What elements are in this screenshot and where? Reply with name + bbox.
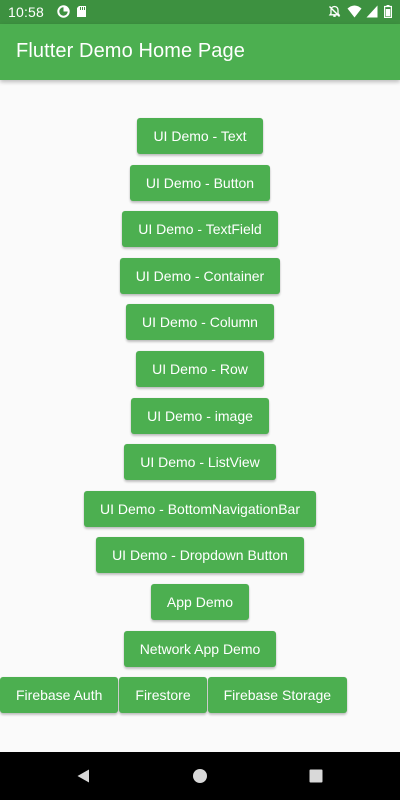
ui-demo-bottom-navigation-bar-button[interactable]: UI Demo - BottomNavigationBar [84,490,316,527]
home-button[interactable] [170,752,230,800]
notifications-off-icon [328,5,341,17]
ui-demo-image-button[interactable]: UI Demo - image [131,397,269,434]
button-row: App Demo [0,583,400,620]
battery-icon [384,5,392,18]
recents-button[interactable] [286,752,346,800]
ui-demo-button-button[interactable]: UI Demo - Button [129,164,271,201]
status-bar: 10:58 [0,0,400,24]
button-row: UI Demo - Column [0,304,400,341]
ui-demo-text-button[interactable]: UI Demo - Text [137,118,263,154]
button-row: UI Demo - ListView [0,444,400,481]
page-title: Flutter Demo Home Page [16,40,245,62]
ui-demo-dropdown-button-button[interactable]: UI Demo - Dropdown Button [96,537,304,574]
signal-icon [366,5,378,18]
firebase-button-row: Firebase Auth Firestore Firebase Storage [0,677,400,714]
button-row: Network App Demo [0,630,400,667]
home-icon [193,769,207,783]
network-app-demo-button[interactable]: Network App Demo [123,630,277,667]
wifi-icon [347,5,362,18]
data-saver-icon [57,5,70,18]
system-nav-bar [0,752,400,800]
recents-icon [309,769,323,783]
button-row: UI Demo - Text [0,118,400,154]
button-row: UI Demo - TextField [0,211,400,248]
button-row: UI Demo - BottomNavigationBar [0,490,400,527]
back-icon [77,769,89,783]
back-button[interactable] [53,752,113,800]
firebase-auth-button[interactable]: Firebase Auth [0,677,119,714]
sd-card-icon [77,6,86,17]
button-row: UI Demo - Container [0,257,400,294]
ui-demo-column-button[interactable]: UI Demo - Column [126,304,274,341]
ui-demo-row-button[interactable]: UI Demo - Row [136,350,264,387]
button-row: UI Demo - Row [0,350,400,387]
ui-demo-textfield-button[interactable]: UI Demo - TextField [122,211,278,248]
app-demo-button[interactable]: App Demo [150,583,250,620]
button-list: UI Demo - Text UI Demo - Button UI Demo … [0,118,400,724]
ui-demo-container-button[interactable]: UI Demo - Container [119,257,281,294]
app-bar: Flutter Demo Home Page [0,24,400,80]
firestore-button[interactable]: Firestore [119,677,207,714]
button-row: UI Demo - image [0,397,400,434]
button-row: UI Demo - Button [0,164,400,201]
status-time: 10:58 [8,4,45,20]
ui-demo-listview-button[interactable]: UI Demo - ListView [124,444,276,481]
firebase-storage-button[interactable]: Firebase Storage [207,677,348,714]
button-row: UI Demo - Dropdown Button [0,537,400,574]
